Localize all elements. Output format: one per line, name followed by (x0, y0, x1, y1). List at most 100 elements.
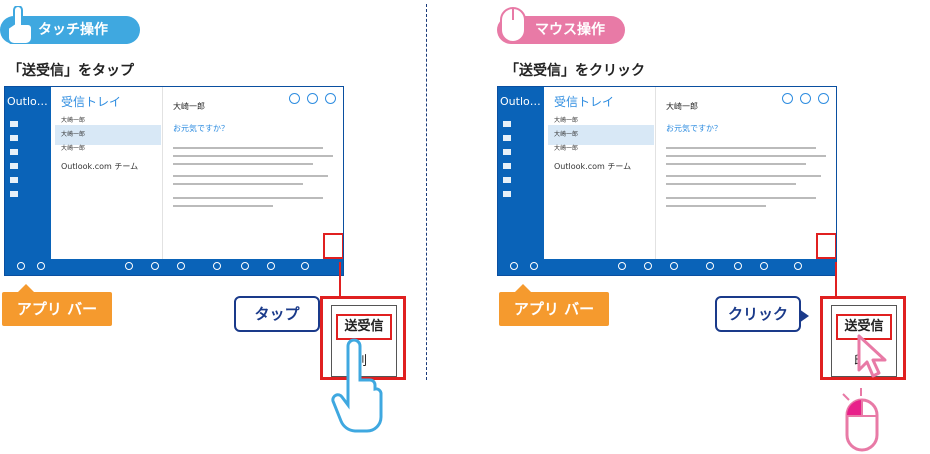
folder-icon (503, 191, 511, 197)
star-icon (503, 135, 511, 141)
hand-pointer-icon (7, 6, 33, 44)
body-line (173, 147, 323, 149)
message-list: 受信トレイ 大崎一郎 大崎一郎 大崎一郎 Outlook.com チーム (51, 87, 163, 259)
document-icon (10, 163, 18, 169)
delete-icon (325, 93, 336, 104)
click-callout: クリック (715, 296, 809, 332)
app-nav-rail: Outlo… (5, 87, 51, 259)
touch-instruction: 「送受信」をタップ (8, 63, 134, 79)
team-name: Outlook.com チーム (61, 162, 139, 171)
body-line (173, 183, 303, 185)
body-line (666, 163, 806, 165)
app-bar-button[interactable] (670, 262, 678, 270)
app-bar-button[interactable] (618, 262, 626, 270)
team-name: Outlook.com チーム (554, 162, 632, 171)
body-line (666, 205, 766, 207)
list-item-selected (548, 125, 654, 145)
body-line (666, 155, 826, 157)
app-name: Outlo… (500, 95, 541, 108)
mouse-icon (842, 388, 879, 452)
app-bar-button[interactable] (17, 262, 25, 270)
mouse-mode-label: マウス操作 (535, 22, 605, 38)
app-name: Outlo… (7, 95, 48, 108)
list-item: 大崎一郎 (61, 117, 86, 124)
body-line (666, 183, 796, 185)
app-bar-button[interactable] (706, 262, 714, 270)
reply-icon (289, 93, 300, 104)
app-bar-button[interactable] (760, 262, 768, 270)
send-receive-button[interactable]: 送受信 (336, 314, 392, 340)
folder-icon (10, 191, 18, 197)
app-bar-button[interactable] (734, 262, 742, 270)
leader-line (339, 262, 341, 298)
archive-icon (10, 177, 18, 183)
archive-icon (503, 177, 511, 183)
flag-icon (10, 149, 18, 155)
app-bar (5, 259, 343, 275)
app-bar-button[interactable] (530, 262, 538, 270)
list-item: 大崎一郎 (554, 145, 579, 152)
reader-from: 大崎一郎 (173, 102, 205, 111)
reader-from: 大崎一郎 (666, 102, 698, 111)
app-bar-button[interactable] (213, 262, 221, 270)
app-bar-button[interactable] (177, 262, 185, 270)
mouse-instruction: 「送受信」をクリック (505, 63, 645, 79)
list-item: 大崎一郎 (554, 131, 579, 138)
zoom-box: 送受信 印 (820, 296, 906, 380)
folder-title: 受信トレイ (554, 95, 615, 109)
touch-mode-badge: タッチ操作 (0, 6, 140, 44)
outlook-screenshot-mouse: Outlo… 受信トレイ 大崎一郎 大崎一郎 大崎一郎 Outlook.com … (497, 86, 837, 276)
document-icon (503, 163, 511, 169)
new-icon (307, 93, 318, 104)
mail-icon (10, 121, 18, 127)
app-bar-button[interactable] (510, 262, 518, 270)
app-bar-button[interactable] (37, 262, 45, 270)
outlook-screenshot-touch: Outlo… 受信トレイ 大崎一郎 大崎一郎 大崎一郎 Outlook.com … (4, 86, 344, 276)
message-list: 受信トレイ 大崎一郎 大崎一郎 大崎一郎 Outlook.com チーム (544, 87, 656, 259)
app-bar-button[interactable] (125, 262, 133, 270)
star-icon (10, 135, 18, 141)
body-line (173, 155, 333, 157)
reader-subject: お元気ですか？ (173, 124, 229, 133)
app-bar-label: アプリ バー (499, 284, 609, 326)
list-item-selected (55, 125, 161, 145)
zoom-inner: 送受信 刷 (331, 305, 397, 377)
list-item: 大崎一郎 (554, 117, 579, 124)
body-line (173, 205, 273, 207)
reading-pane: 大崎一郎 お元気ですか？ (163, 87, 343, 259)
leader-line (835, 262, 837, 298)
hand-pointer-icon (331, 338, 383, 433)
mouse-panel: マウス操作 「送受信」をクリック Outlo… 受信トレイ 大崎一郎 大崎一郎 … (497, 0, 917, 454)
mail-icon (503, 121, 511, 127)
body-line (173, 175, 328, 177)
folder-title: 受信トレイ (61, 95, 122, 109)
mouse-cursor-icon (857, 334, 887, 378)
body-line (173, 197, 323, 199)
send-receive-highlight[interactable] (323, 233, 343, 259)
flag-icon (503, 149, 511, 155)
reader-subject: お元気ですか？ (666, 124, 722, 133)
body-line (666, 197, 816, 199)
delete-icon (818, 93, 829, 104)
app-bar-button[interactable] (241, 262, 249, 270)
app-bar (498, 259, 836, 275)
touch-mode-label: タッチ操作 (38, 22, 108, 38)
reading-pane: 大崎一郎 お元気ですか？ (656, 87, 836, 259)
list-item: 大崎一郎 (61, 145, 86, 152)
mouse-mode-badge: マウス操作 (497, 7, 625, 44)
touch-panel: タッチ操作 「送受信」をタップ Outlo… 受信トレイ 大崎一郎 大崎一郎 大… (0, 0, 420, 454)
app-bar-button[interactable] (301, 262, 309, 270)
app-bar-button[interactable] (794, 262, 802, 270)
body-line (666, 147, 816, 149)
app-bar-button[interactable] (151, 262, 159, 270)
app-bar-button[interactable] (267, 262, 275, 270)
app-bar-button[interactable] (644, 262, 652, 270)
new-icon (800, 93, 811, 104)
tap-callout: タップ (234, 296, 328, 332)
list-item: 大崎一郎 (61, 131, 86, 138)
app-bar-label: アプリ バー (2, 284, 112, 326)
app-nav-rail: Outlo… (498, 87, 544, 259)
reply-icon (782, 93, 793, 104)
send-receive-highlight[interactable] (816, 233, 836, 259)
